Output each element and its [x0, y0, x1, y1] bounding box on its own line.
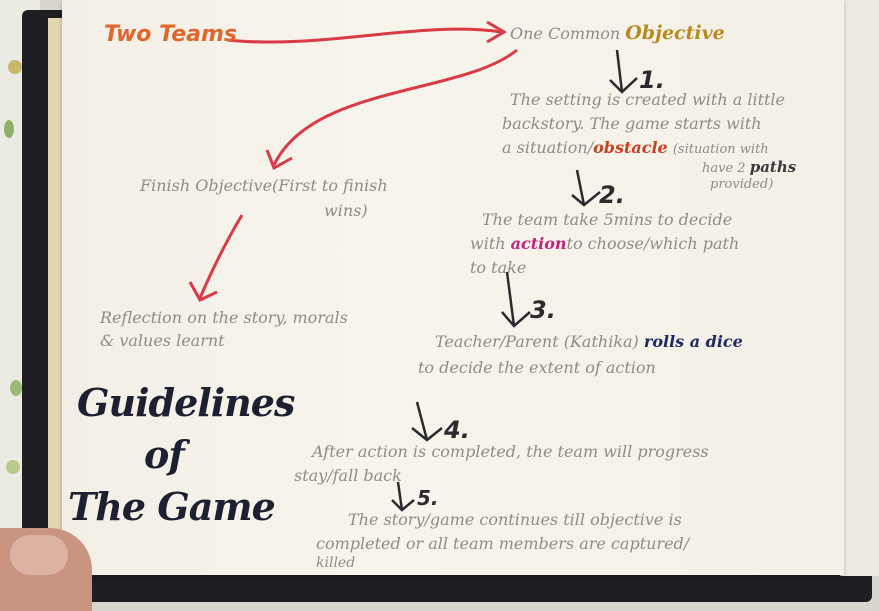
arrow-finish-to-reflection [198, 214, 244, 299]
step1-have2: have 2 [702, 161, 746, 176]
flower-pattern [8, 60, 22, 74]
step2-line1: The team take 5mins to decide [482, 210, 733, 229]
arrowhead [265, 149, 293, 171]
step5-line2: completed or all team members are captur… [316, 534, 690, 553]
step5-number: 5. [417, 486, 439, 510]
common-objective-label: One Common Objective [510, 24, 725, 43]
step1-line3: a situation/obstacle (situation with [502, 138, 769, 157]
step1-line4: have 2 paths [702, 158, 797, 176]
step5-line3: killed [316, 555, 356, 571]
step4-arrow [411, 401, 443, 442]
step4-line1: After action is completed, the team will… [312, 442, 709, 461]
right-page [840, 0, 879, 576]
reflection-line2: & values learnt [100, 331, 225, 350]
step1-line3-prefix: a situation/ [502, 138, 594, 157]
step2-line2: with actionto choose/which path [470, 236, 739, 252]
paths-word: paths [749, 158, 797, 176]
reflection-line1: Reflection on the story, morals [100, 308, 348, 327]
step1-number: 1. [639, 66, 665, 94]
step2-arrow [571, 169, 601, 207]
step3-arrow [501, 271, 531, 328]
step2-number: 2. [599, 181, 625, 209]
leaf-pattern [4, 120, 14, 138]
two-teams-label: Two Teams [104, 22, 238, 47]
guidelines-title-line3: The Game [68, 484, 276, 529]
step2-line3: to take [470, 258, 527, 277]
arrowhead [486, 20, 507, 44]
step5-line1: The story/game continues till objective … [348, 510, 682, 529]
guidelines-title-line1: Guidelines [77, 380, 295, 425]
step3-line2: to decide the extent of action [418, 358, 656, 377]
step5-arrow [391, 481, 415, 512]
arrow-objective-to-finish [272, 48, 518, 166]
step4-line2: stay/fall back [294, 466, 402, 485]
step2-line2-prefix: with [470, 234, 506, 253]
thumbnail [10, 535, 68, 575]
common-objective-prefix: One Common [510, 24, 621, 43]
arrowhead [188, 281, 218, 302]
obstacle-word: obstacle [593, 138, 668, 157]
step3-number: 3. [530, 296, 556, 324]
step1-arrow [609, 49, 638, 94]
notebook-page: Two Teams One Common Objective Finish Ob… [62, 0, 844, 575]
step3-line1-prefix: Teacher/Parent (Kathika) [435, 332, 639, 351]
leaf-pattern [10, 380, 22, 396]
step3-line1: Teacher/Parent (Kathika) rolls a dice [435, 334, 743, 350]
rolls-a-dice: rolls a dice [643, 332, 743, 351]
step1-line1: The setting is created with a little [510, 90, 786, 109]
finish-objective-line2: wins) [324, 201, 368, 220]
flower-pattern [6, 460, 20, 474]
finish-objective-line1: Finish Objective(First to finish [140, 176, 388, 195]
arrows-layer [188, 20, 638, 512]
step1-line3-suffix: (situation with [672, 142, 769, 157]
step2-line2-suffix: to choose/which path [566, 234, 740, 253]
guidelines-title-line2: of [144, 432, 185, 477]
step1-line2: backstory. The game starts with [502, 114, 762, 133]
action-word: action [510, 234, 567, 253]
step1-line5: provided) [710, 177, 774, 192]
step4-number: 4. [444, 416, 470, 444]
arrow-teams-to-objective [226, 27, 503, 44]
objective-word: Objective [625, 22, 725, 44]
